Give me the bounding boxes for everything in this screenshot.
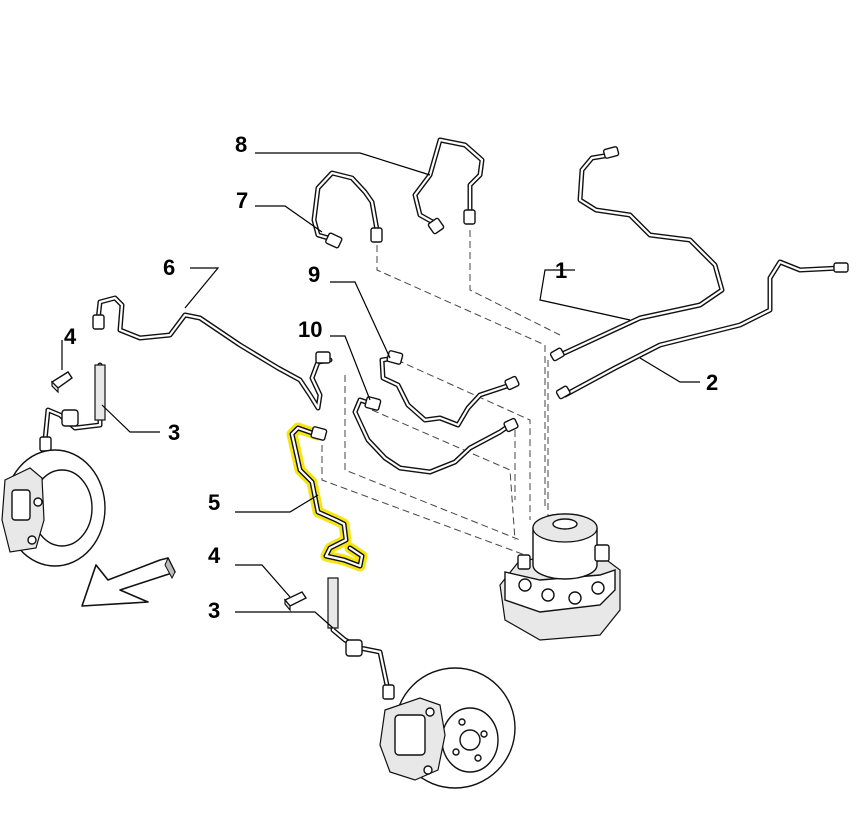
- callout-1: 1: [555, 258, 567, 283]
- callout-4-upper: 4: [64, 324, 77, 349]
- callout-8: 8: [235, 132, 247, 157]
- pipe-9: [379, 355, 513, 428]
- abs-unit: [499, 513, 621, 641]
- forward-arrow-icon: [81, 556, 176, 607]
- pipe-8: [412, 137, 485, 228]
- clip-4-lower: [283, 591, 308, 612]
- pipe-2: [562, 259, 843, 398]
- pipe-5: [289, 425, 365, 569]
- hose-3-left: [42, 362, 106, 443]
- callout-7: 7: [236, 188, 248, 213]
- pipe-7: [311, 170, 380, 243]
- callout-9: 9: [308, 262, 320, 287]
- callout-10: 10: [298, 317, 322, 342]
- callout-6: 6: [163, 255, 175, 280]
- callout-labels: 1 2 3 3 4 4 5 6 7 8 9 10: [64, 132, 718, 623]
- callout-5: 5: [208, 490, 220, 515]
- callout-3-lower: 3: [208, 598, 220, 623]
- hose-3-lower: [327, 577, 391, 693]
- pipe-10: [352, 397, 513, 475]
- assembly-guide-lines: [321, 230, 561, 556]
- pipe-1: [557, 152, 725, 358]
- callout-4-lower: 4: [208, 543, 221, 568]
- callout-2: 2: [706, 370, 718, 395]
- pipe-6: [95, 295, 333, 411]
- brake-disc-rear: [379, 667, 516, 789]
- pipe-5-highlight: [286, 422, 368, 572]
- leader-lines: [61, 152, 700, 629]
- brake-disc-left: [1, 449, 106, 567]
- clip-4-upper: [50, 371, 73, 394]
- pipe-fittings: [39, 146, 849, 700]
- callout-3-upper: 3: [168, 420, 180, 445]
